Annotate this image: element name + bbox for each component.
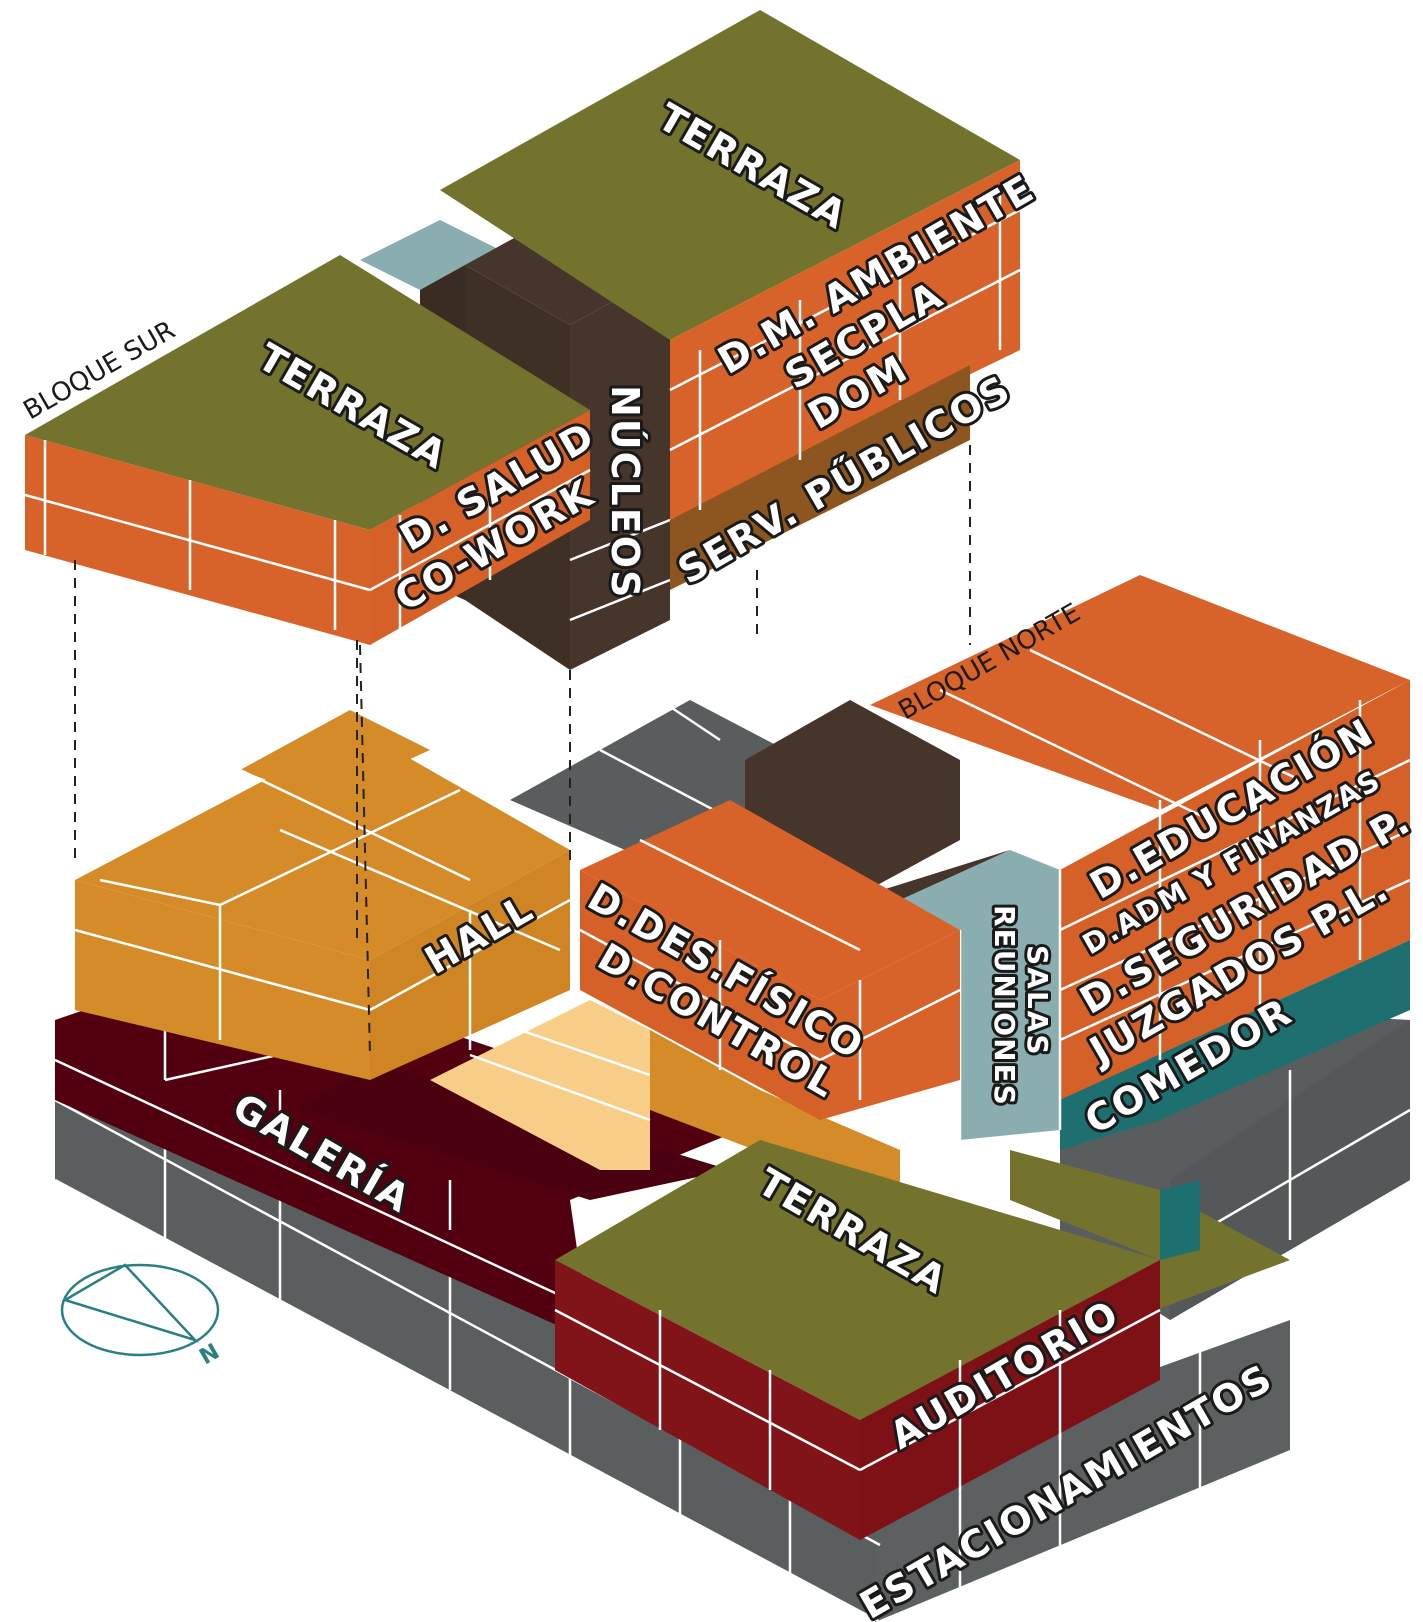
bloque-sur-block <box>24 255 591 645</box>
auditorio-block <box>554 1140 1290 1540</box>
reuniones-label: REUNIONES <box>988 905 1021 1107</box>
hall-floor <box>430 1000 650 1170</box>
north-compass: N <box>60 1263 224 1370</box>
projection-lines <box>74 445 971 1056</box>
north-arrow-icon: N <box>196 1339 224 1370</box>
hall-block <box>74 710 571 1080</box>
salas-label: SALAS <box>1021 945 1054 1057</box>
nucleos-label: NÚCLEOS <box>603 385 647 599</box>
upper-terraza-block <box>440 10 1021 590</box>
bloque-norte <box>870 575 1411 1150</box>
des-fisico-block <box>579 800 961 1120</box>
